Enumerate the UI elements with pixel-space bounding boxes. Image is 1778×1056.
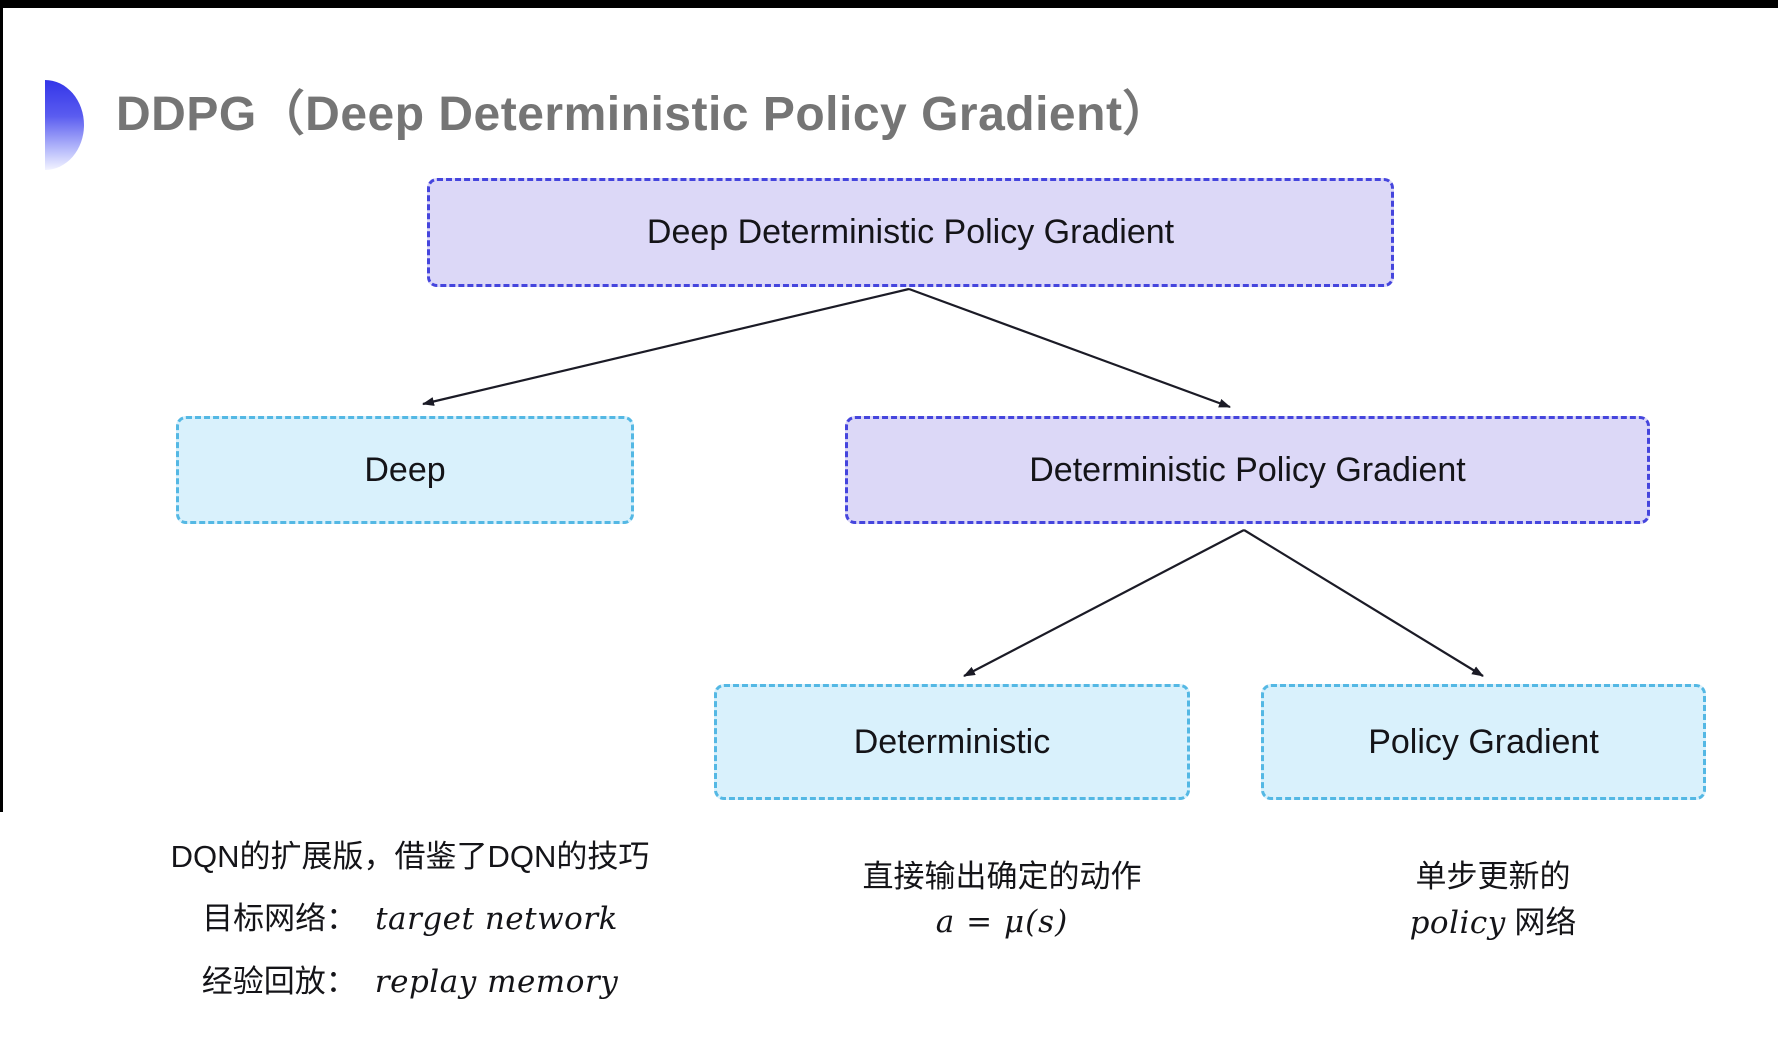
arrow-root-to-dpg bbox=[908, 287, 1231, 409]
note-policy-gradient-term: policy bbox=[1409, 904, 1506, 941]
note-deterministic-formula: a = μ(s) bbox=[935, 903, 1069, 940]
node-deep: Deep bbox=[176, 416, 634, 524]
note-deep-line2-label: 目标网络： bbox=[202, 900, 358, 936]
arrow-dpg-to-deterministic bbox=[963, 529, 1245, 677]
page-title: DDPG（Deep Deterministic Policy Gradient） bbox=[116, 88, 1171, 141]
note-deep-line3-label: 经验回放： bbox=[201, 963, 357, 999]
node-label: Deterministic bbox=[853, 722, 1051, 761]
node-label: Deep bbox=[364, 450, 446, 489]
node-deterministic: Deterministic bbox=[714, 684, 1190, 800]
note-deep-line3-term: replay memory bbox=[374, 963, 619, 1000]
title-bullet-icon bbox=[45, 80, 84, 170]
note-deep-line3: 经验回放： replay memory bbox=[110, 963, 710, 1002]
node-deep-deterministic-policy-gradient: Deep Deterministic Policy Gradient bbox=[427, 178, 1394, 287]
note-policy-gradient-line2: policy 网络 bbox=[1288, 904, 1698, 943]
window-left-border bbox=[0, 0, 3, 812]
window-top-border bbox=[0, 0, 1778, 8]
slide-header: DDPG（Deep Deterministic Policy Gradient） bbox=[0, 66, 1778, 176]
note-deterministic-line1: 直接输出确定的动作 bbox=[862, 859, 1142, 894]
note-policy-gradient-line1: 单步更新的 bbox=[1415, 859, 1571, 894]
note-deep: DQN的扩展版，借鉴了DQN的技巧 目标网络： target network 经验… bbox=[110, 838, 710, 1001]
arrow-dpg-to-policy-gradient bbox=[1243, 529, 1484, 677]
node-label: Deep Deterministic Policy Gradient bbox=[646, 213, 1175, 251]
note-policy-gradient: 单步更新的 policy 网络 bbox=[1288, 858, 1698, 943]
node-policy-gradient: Policy Gradient bbox=[1261, 684, 1706, 800]
note-deep-line2: 目标网络： target network bbox=[110, 900, 710, 939]
arrow-root-to-deep bbox=[422, 287, 910, 406]
note-deterministic: 直接输出确定的动作 a = μ(s) bbox=[802, 858, 1202, 942]
node-label: Deterministic Policy Gradient bbox=[1029, 450, 1466, 489]
note-deep-line2-term: target network bbox=[375, 900, 618, 937]
note-deep-line1: DQN的扩展版，借鉴了DQN的技巧 bbox=[170, 839, 650, 874]
node-deterministic-policy-gradient: Deterministic Policy Gradient bbox=[845, 416, 1650, 524]
node-label: Policy Gradient bbox=[1368, 722, 1599, 761]
note-policy-gradient-suffix: 网络 bbox=[1505, 904, 1577, 940]
